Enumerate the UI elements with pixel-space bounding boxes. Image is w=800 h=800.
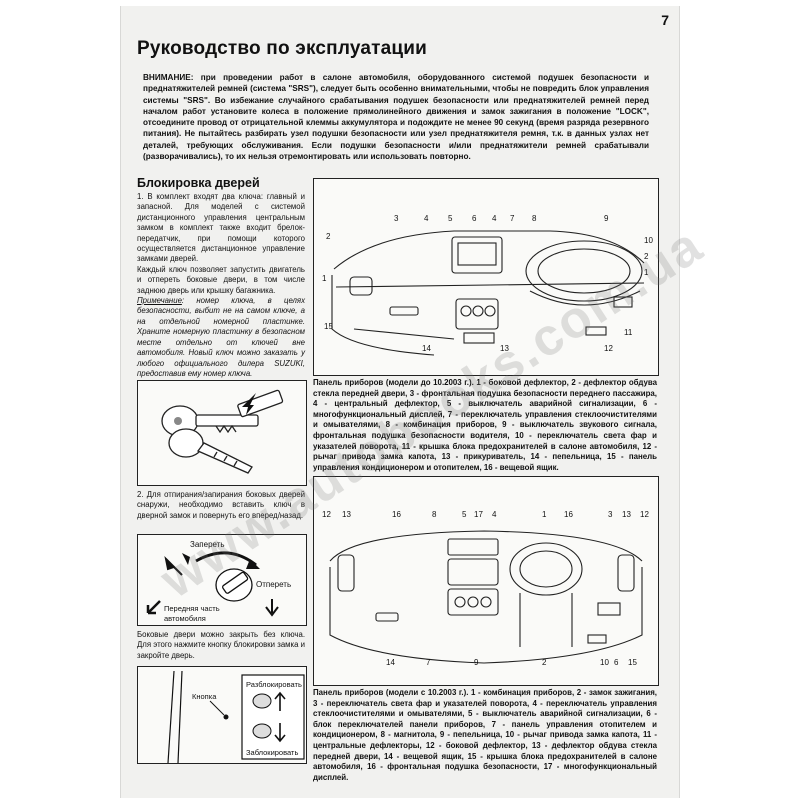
svg-text:автомобиля: автомобиля [164, 614, 206, 623]
keys-figure [137, 380, 307, 486]
svg-text:8: 8 [432, 510, 437, 519]
page-number: 7 [661, 12, 669, 28]
svg-text:11: 11 [624, 328, 633, 337]
dashboard1-callouts: 1 2 3 4 5 6 4 7 8 9 2 1 11 12 13 14 15 1… [322, 214, 653, 353]
svg-text:14: 14 [422, 344, 431, 353]
svg-text:13: 13 [342, 510, 351, 519]
lock-option-label: Заблокировать [246, 748, 298, 757]
svg-text:2: 2 [542, 658, 547, 667]
svg-text:3: 3 [608, 510, 613, 519]
svg-text:1: 1 [542, 510, 547, 519]
svg-text:6: 6 [614, 658, 619, 667]
unlock-label: Отпереть [256, 580, 291, 589]
paragraph-door-lock: 2. Для отпирания/запирания боковых двере… [137, 490, 305, 520]
dashboard-figure-pre2003: 1 2 3 4 5 6 4 7 8 9 2 1 11 12 13 14 15 1… [313, 178, 659, 376]
lock-rotation-figure: Запереть Отпереть Передняя часть автомоб… [137, 534, 307, 626]
svg-text:12: 12 [640, 510, 649, 519]
svg-text:3: 3 [394, 214, 399, 223]
direction-arrow-icon [164, 555, 183, 576]
dashboard1-caption: Панель приборов (модели до 10.2003 г.). … [313, 378, 657, 472]
front-label: Передняя часть [164, 604, 220, 613]
svg-text:5: 5 [462, 510, 467, 519]
warning-paragraph: ВНИМАНИЕ: при проведении работ в салоне … [143, 72, 649, 162]
svg-text:12: 12 [604, 344, 613, 353]
rotation-arrow-icon [195, 551, 257, 567]
up-arrow-icon [274, 691, 286, 711]
note-label: Примечание [137, 296, 182, 306]
down-arrow-icon [265, 599, 279, 617]
svg-text:2: 2 [644, 252, 649, 261]
key-text-block: 1. В комплект входят два ключа: главный … [137, 192, 305, 379]
svg-text:15: 15 [628, 658, 637, 667]
svg-text:17: 17 [474, 510, 483, 519]
svg-text:6: 6 [472, 214, 477, 223]
front-arrow-icon [146, 600, 161, 615]
warning-label: ВНИМАНИЕ: [143, 73, 194, 82]
paragraph-key-usage: Каждый ключ позволяет запустить двигател… [137, 264, 305, 295]
paragraph-close-without-key: Боковые двери можно закрыть без ключа. Д… [137, 630, 305, 660]
svg-text:8: 8 [532, 214, 537, 223]
svg-text:10: 10 [600, 658, 609, 667]
svg-text:16: 16 [392, 510, 401, 519]
svg-text:16: 16 [564, 510, 573, 519]
svg-text:15: 15 [324, 322, 333, 331]
manual-page: 7 Руководство по эксплуатации ВНИМАНИЕ: … [120, 6, 680, 798]
dashboard-figure-post2003: 12 13 16 8 5 17 4 1 16 3 13 12 14 7 9 2 … [313, 476, 659, 686]
svg-text:9: 9 [604, 214, 609, 223]
svg-text:1: 1 [644, 268, 649, 277]
lock-cylinder-icon [215, 568, 253, 602]
keys-illustration [161, 389, 284, 474]
note-text: : номер ключа, в целях безопасности, выб… [137, 296, 305, 378]
button-label: Кнопка [192, 692, 217, 701]
svg-text:7: 7 [426, 658, 431, 667]
lock-button-figure: Кнопка Разблокировать Заблокировать [137, 666, 307, 764]
svg-text:1: 1 [322, 274, 327, 283]
section-title: Блокировка дверей [137, 176, 260, 190]
svg-text:2: 2 [326, 232, 331, 241]
dashboard2-callouts: 12 13 16 8 5 17 4 1 16 3 13 12 14 7 9 2 … [322, 510, 649, 667]
svg-text:4: 4 [492, 510, 497, 519]
down-arrow-icon [274, 723, 286, 743]
svg-text:5: 5 [448, 214, 453, 223]
warning-text: при проведении работ в салоне автомобиля… [143, 73, 649, 162]
pointer-arrow-icon [242, 393, 256, 415]
svg-text:13: 13 [622, 510, 631, 519]
svg-text:4: 4 [492, 214, 497, 223]
svg-text:14: 14 [386, 658, 395, 667]
unlock-option-label: Разблокировать [246, 680, 302, 689]
svg-text:13: 13 [500, 344, 509, 353]
lock-label: Запереть [190, 540, 225, 549]
note-paragraph: Примечание: номер ключа, в целях безопас… [137, 296, 305, 379]
paragraph-keys: 1. В комплект входят два ключа: главный … [137, 192, 305, 264]
svg-text:12: 12 [322, 510, 331, 519]
dashboard2-caption: Панель приборов (модели с 10.2003 г.). 1… [313, 688, 657, 782]
svg-text:9: 9 [474, 658, 479, 667]
lock-knob-icon [223, 714, 229, 720]
svg-text:4: 4 [424, 214, 429, 223]
svg-text:7: 7 [510, 214, 515, 223]
svg-text:10: 10 [644, 236, 653, 245]
page-title: Руководство по эксплуатации [137, 38, 428, 59]
